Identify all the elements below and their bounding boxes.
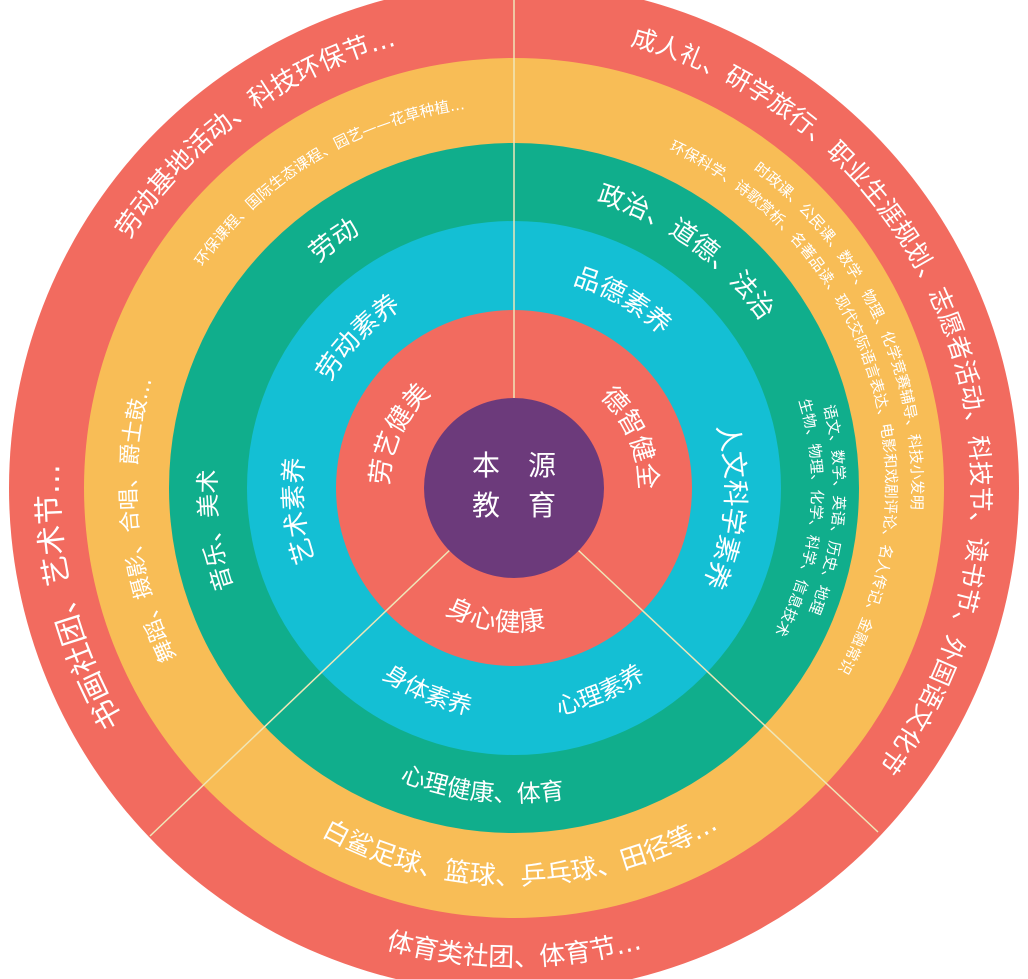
core-circle [424, 398, 604, 578]
core-label-line2: 教 育 [472, 489, 556, 522]
divider-bottom-right [577, 549, 879, 833]
divider-bottom-left [149, 547, 453, 837]
core-label-line1: 本 源 [472, 449, 556, 482]
